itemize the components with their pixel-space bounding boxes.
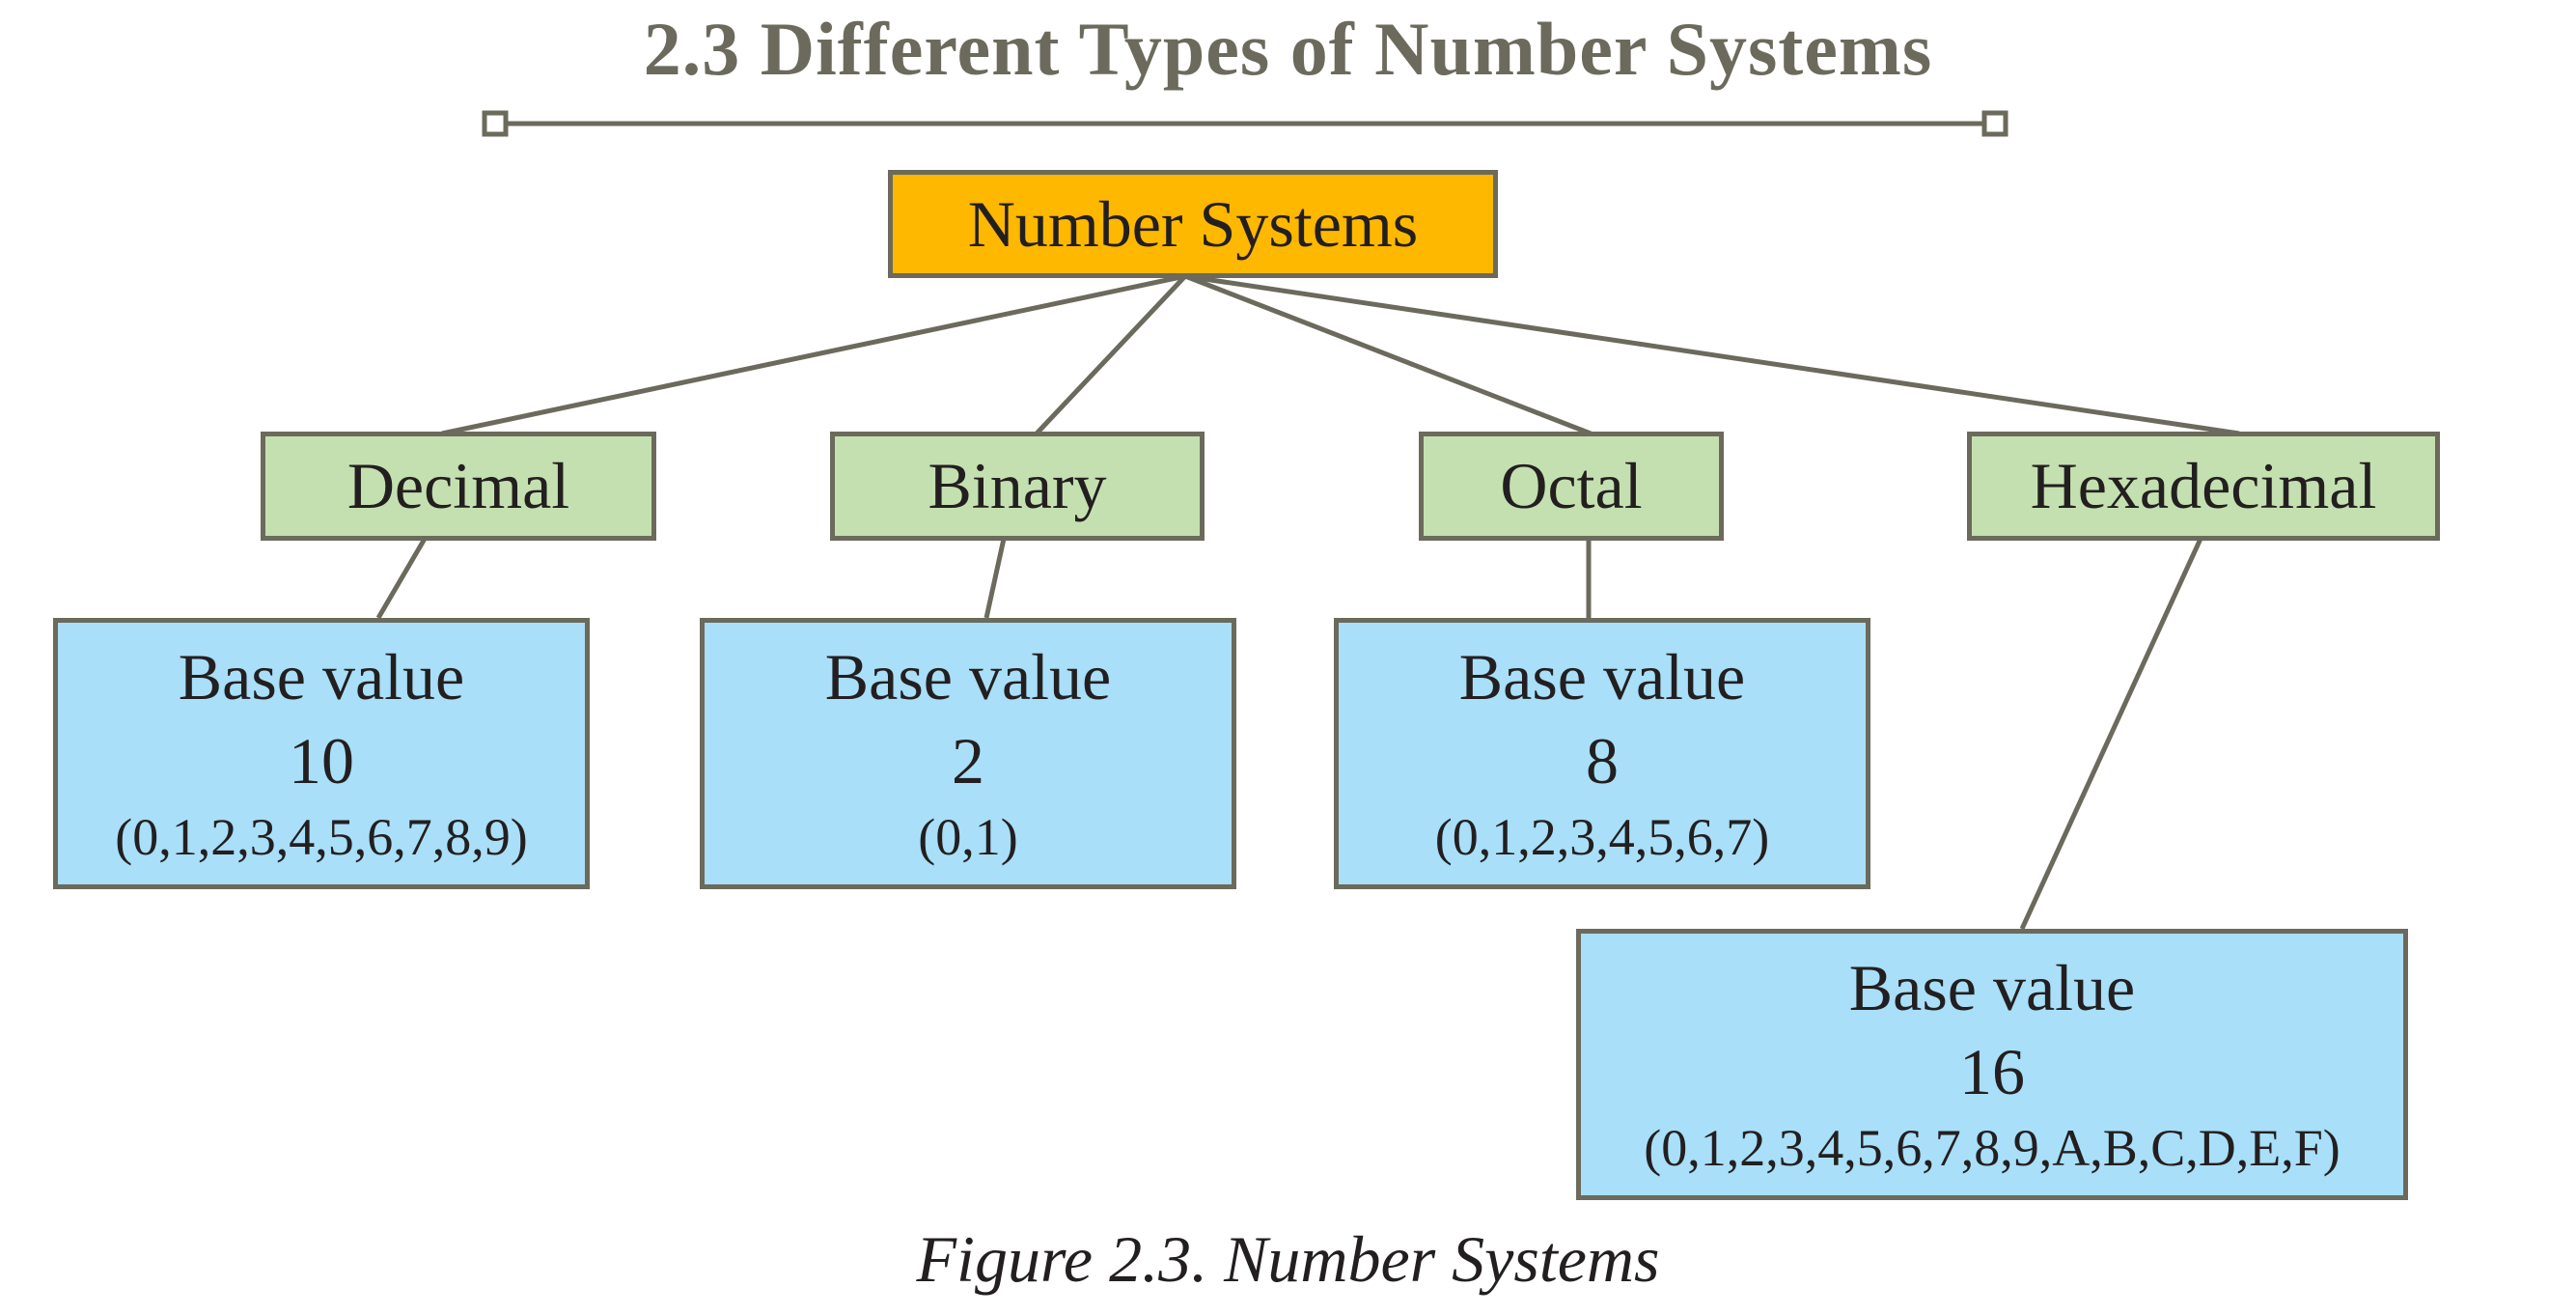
base-digits: (0,1,2,3,4,5,6,7) [1434,808,1770,867]
type-node-label: Decimal [346,449,570,522]
base-number: 8 [1586,724,1619,798]
page-title: 2.3 Different Types of Number Systems [643,7,1933,91]
connector-root-hexadecimal [1184,273,2240,436]
type-node-label: Octal [1500,449,1643,522]
figure-caption: Figure 2.3. Number Systems [916,1222,1660,1296]
connector-root-binary [1035,274,1187,435]
connector-binary-base [983,538,1007,619]
type-node-label: Binary [928,449,1107,522]
base-label: Base value [1848,951,2136,1025]
root-node-label: Number Systems [967,186,1419,261]
type-node-decimal: Decimal [261,432,656,541]
base-label: Base value [824,640,1112,714]
base-label: Base value [1458,640,1746,714]
type-node-octal: Octal [1419,432,1724,541]
connector-hexadecimal-base [2019,537,2203,931]
base-node-hexadecimal: Base value 16 (0,1,2,3,4,5,6,7,8,9,A,B,C… [1576,929,2408,1200]
type-node-binary: Binary [830,432,1205,541]
base-number: 2 [952,724,984,798]
root-node: Number Systems [888,170,1498,278]
base-node-decimal: Base value 10 (0,1,2,3,4,5,6,7,8,9) [53,618,590,889]
base-number: 16 [1959,1035,2025,1109]
base-label: Base value [178,640,465,714]
connector-root-octal [1184,273,1592,436]
connector-root-decimal [441,273,1186,436]
base-digits: (0,1,2,3,4,5,6,7,8,9) [115,808,528,867]
base-node-binary: Base value 2 (0,1) [700,618,1236,889]
base-number: 10 [289,724,354,798]
base-node-octal: Base value 8 (0,1,2,3,4,5,6,7) [1334,618,1870,889]
underline-cap-right [1981,110,2008,137]
base-digits: (0,1) [918,808,1018,867]
connector-decimal-base [375,537,428,620]
underline-cap-left [482,110,509,137]
base-digits: (0,1,2,3,4,5,6,7,8,9,A,B,C,D,E,F) [1644,1119,2341,1178]
type-node-hexadecimal: Hexadecimal [1967,432,2440,541]
type-node-label: Hexadecimal [2030,449,2377,522]
